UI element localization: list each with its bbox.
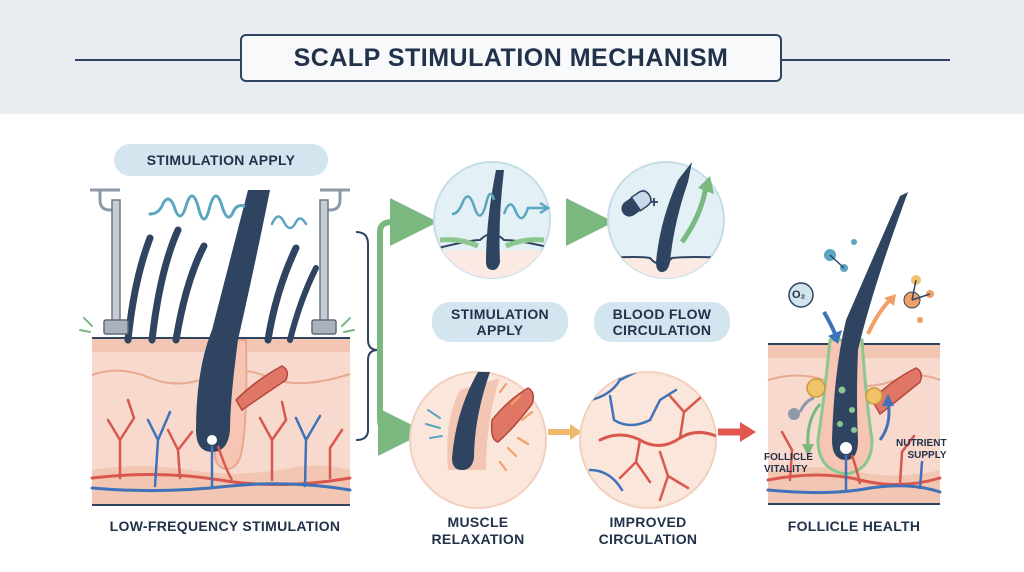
caption-improved-circulation: IMPROVED CIRCULATION <box>588 514 708 548</box>
caption-low-frequency-text: LOW-FREQUENCY STIMULATION <box>109 518 341 534</box>
circle-blood-flow <box>607 161 725 279</box>
pill-stimulation-apply-line2: APPLY <box>476 322 524 338</box>
title-rule-right <box>782 59 950 61</box>
caption-improved-line2: CIRCULATION <box>598 531 698 547</box>
electrode-right <box>311 188 350 335</box>
electrode-left <box>90 188 129 335</box>
label-nutrient-line1: NUTRIENT <box>896 438 947 449</box>
pill-blood-flow-line2: CIRCULATION <box>612 322 712 338</box>
page-title: SCALP STIMULATION MECHANISM <box>293 43 729 72</box>
pill-blood-flow: BLOOD FLOW CIRCULATION <box>594 302 730 342</box>
oxygen-label: O₂ <box>792 289 805 301</box>
arrow-to-bottom-row <box>377 350 426 456</box>
oxygen-label-text: O₂ <box>792 289 806 301</box>
caption-improved-line1: IMPROVED <box>609 514 687 530</box>
circle-stimulation-apply <box>433 161 551 279</box>
branch-connector <box>355 198 438 456</box>
arrow-to-top-row <box>377 198 438 350</box>
label-nutrient-supply: NUTRIENT SUPPLY <box>896 438 947 462</box>
label-vitality-line2: VITALITY <box>764 464 808 475</box>
scalp-cross-section-right <box>766 192 942 505</box>
caption-follicle-health-text: FOLLICLE HEALTH <box>787 518 921 534</box>
caption-muscle-line1: MUSCLE <box>447 514 509 530</box>
label-follicle-vitality: FOLLICLE VITALITY <box>764 452 813 476</box>
vessels-left <box>90 398 352 493</box>
pill-stimulation-apply: STIMULATION APPLY <box>432 302 568 342</box>
caption-low-frequency: LOW-FREQUENCY STIMULATION <box>100 518 350 535</box>
pill-stimulation-apply-left-text: STIMULATION APPLY <box>146 152 296 168</box>
circle-improved-circulation <box>579 371 717 509</box>
label-nutrient-line2: SUPPLY <box>907 450 947 461</box>
title-rule-left <box>75 59 240 61</box>
small-hairs-left <box>124 226 319 344</box>
scalp-cross-section-left <box>79 188 355 506</box>
pill-blood-flow-line1: BLOOD FLOW <box>612 306 712 322</box>
wave-signal-left <box>148 194 246 221</box>
pill-stimulation-apply-left: STIMULATION APPLY <box>114 144 328 176</box>
header-banner: SCALP STIMULATION MECHANISM <box>0 0 1024 114</box>
caption-muscle-relaxation: MUSCLE RELAXATION <box>418 514 538 548</box>
circle-muscle-relaxation <box>409 371 547 509</box>
caption-follicle-health: FOLLICLE HEALTH <box>776 518 932 535</box>
wave-signal-right <box>270 215 308 230</box>
caption-muscle-line2: RELAXATION <box>431 531 525 547</box>
pill-stimulation-apply-line1: STIMULATION <box>451 306 549 322</box>
label-vitality-line1: FOLLICLE <box>764 452 813 463</box>
title-box: SCALP STIMULATION MECHANISM <box>240 34 782 82</box>
